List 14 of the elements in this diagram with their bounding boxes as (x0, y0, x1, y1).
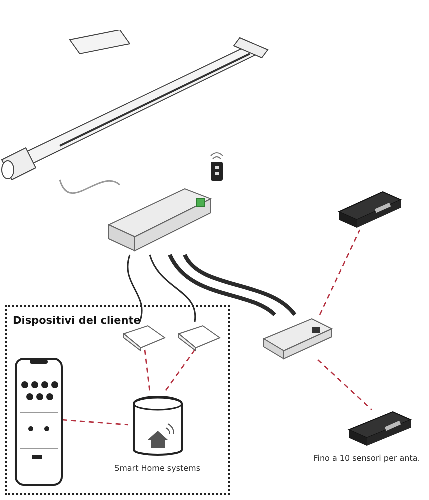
cable (127, 254, 143, 322)
wireless-link (62, 419, 128, 426)
wireless-link (319, 230, 361, 316)
cable (168, 254, 276, 317)
wireless-link (144, 350, 151, 392)
dotted-group-frame (5, 305, 230, 495)
cable (59, 180, 120, 194)
wireless-link (164, 350, 196, 392)
cable (149, 254, 196, 322)
cable (183, 254, 296, 316)
group-title: Dispositivi del cliente (13, 315, 141, 327)
caption-text: Fino a 10 sensori per anta. (313, 454, 421, 463)
wireless-link (318, 360, 372, 410)
caption-text: Smart Home systems (114, 464, 202, 473)
